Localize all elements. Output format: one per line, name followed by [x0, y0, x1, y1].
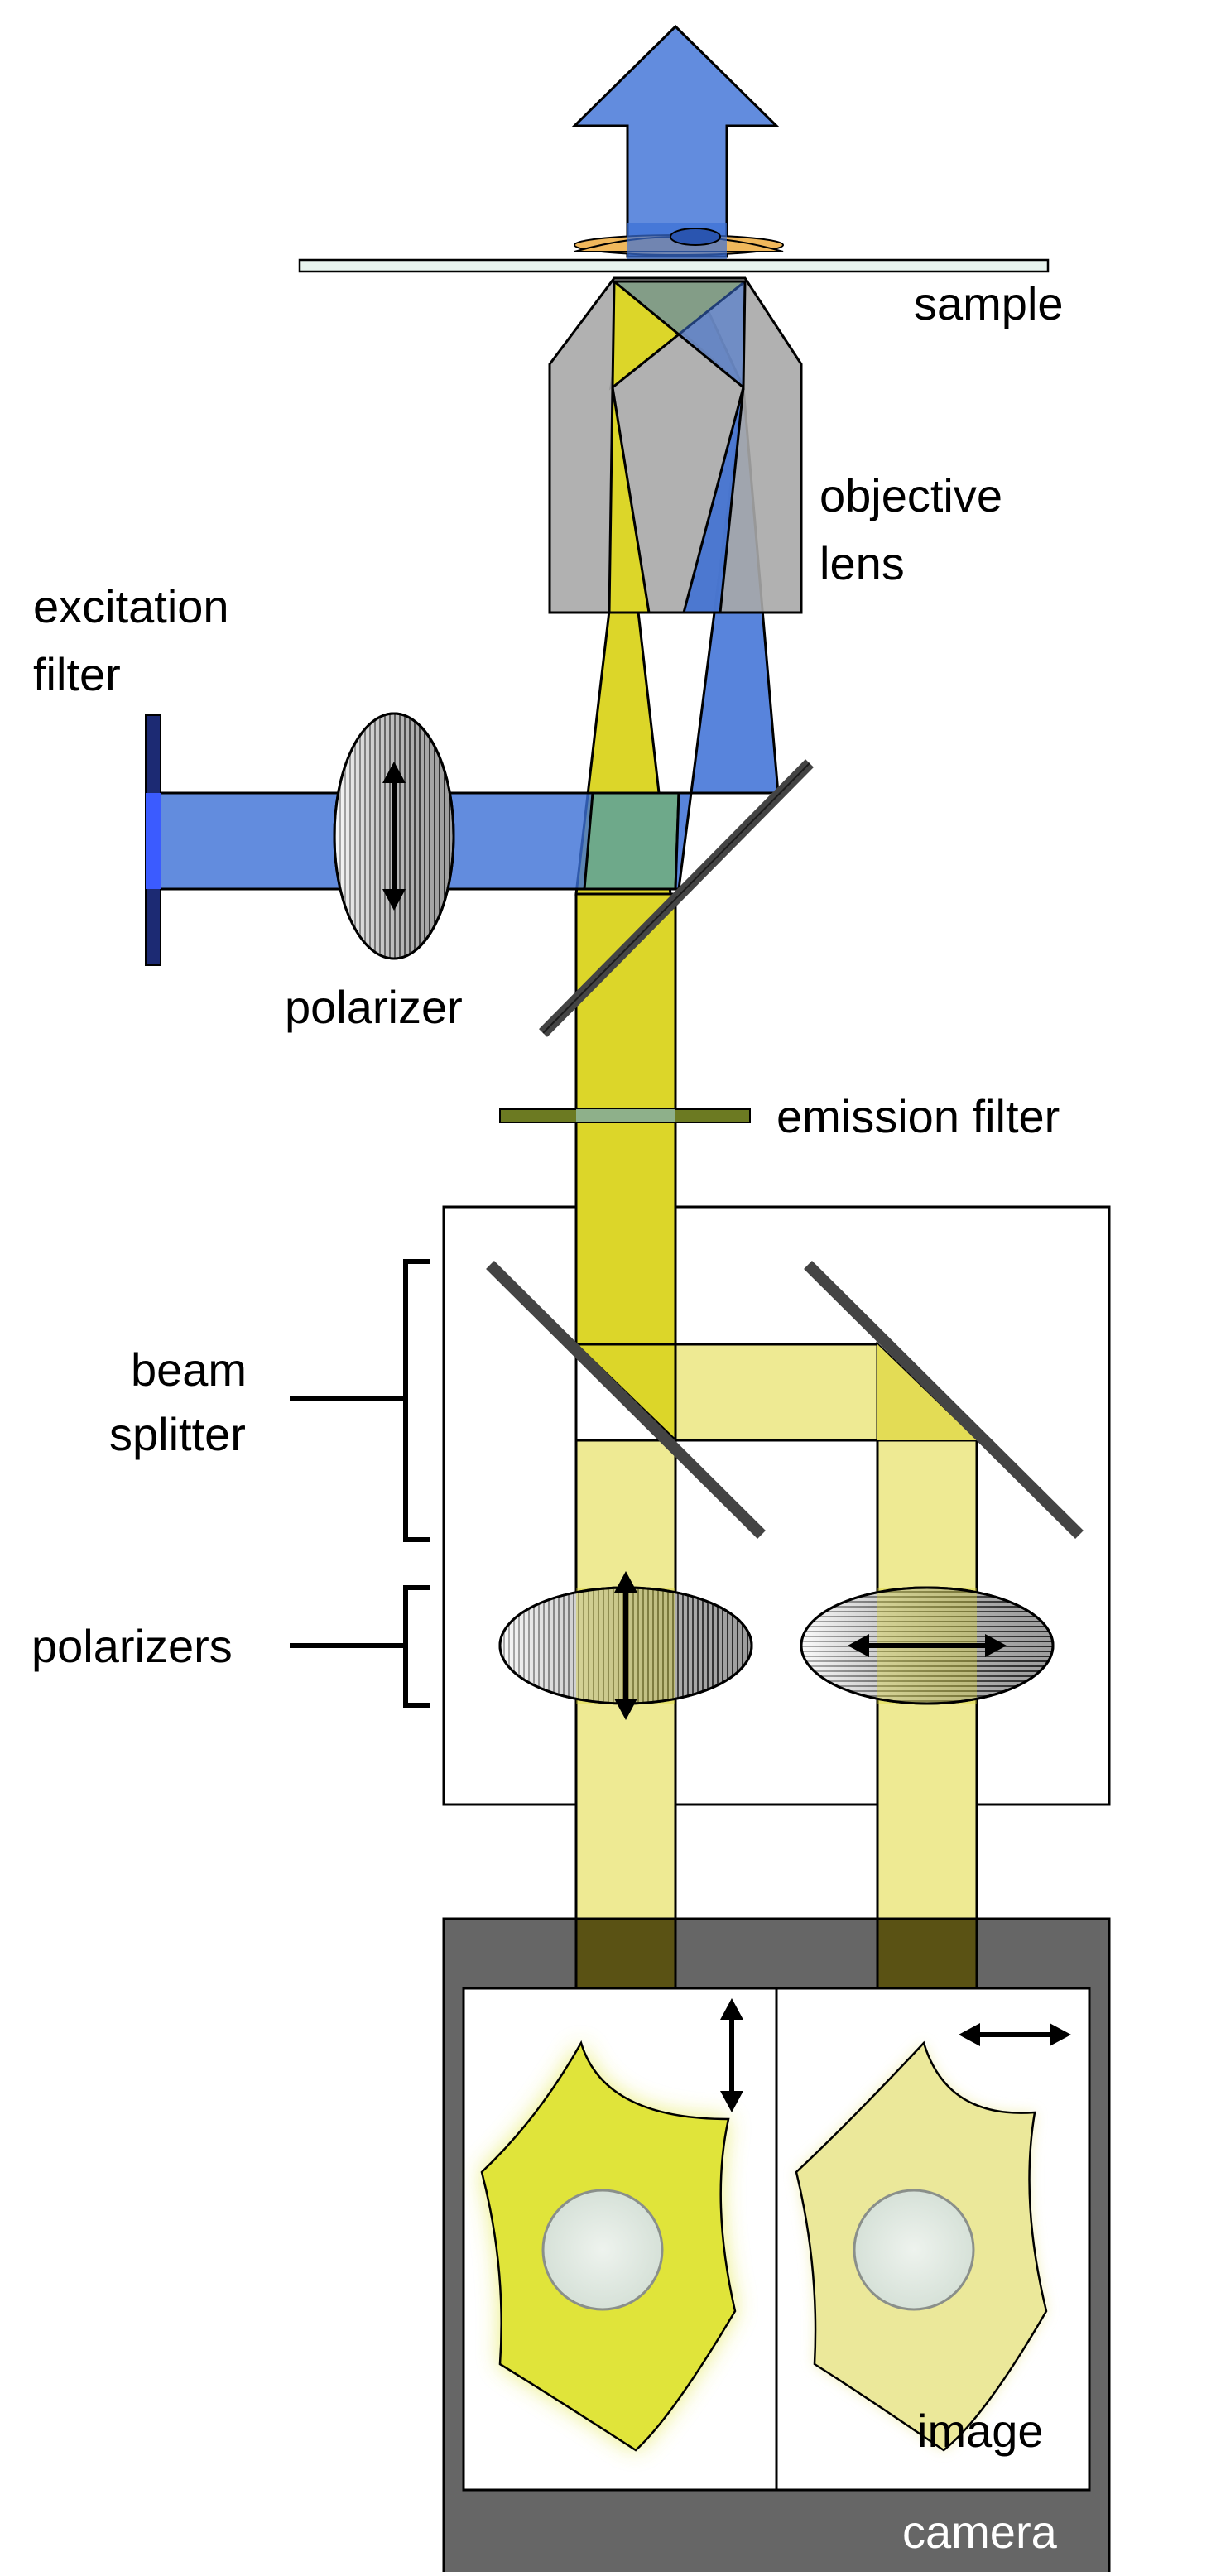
reflected-beam-turn-right-upper [877, 1344, 977, 1440]
excitation-arrow-up [571, 24, 780, 258]
double-arrow-vertical-icon [720, 1998, 743, 2112]
beam-splitter-label-line1: beam [131, 1343, 247, 1396]
image-label: image [917, 2405, 1044, 2457]
excitation-filter-label-line1: excitation [33, 580, 229, 632]
emission-filter-label: emission filter [776, 1090, 1060, 1142]
camera-sensor-right [876, 1917, 978, 1990]
camera-label: camera [902, 2506, 1058, 2558]
beam-splitter-box [442, 1205, 1111, 1806]
beam-splitter-label-line2: splitter [109, 1408, 246, 1460]
beam-splitter-mirror-left [486, 1261, 766, 1539]
double-arrow-vertical-icon [382, 762, 406, 911]
beam-splitter-mirror-right [804, 1261, 1084, 1539]
cell-image-bright [480, 2040, 737, 2452]
polarizers-label: polarizers [31, 1620, 233, 1672]
cell-image-dim [795, 2040, 1048, 2452]
polarizers-bracket [403, 1585, 430, 1708]
excitation-yellow-overlap [583, 791, 680, 891]
double-arrow-horizontal-icon [959, 2023, 1071, 2046]
double-arrow-vertical-icon [614, 1571, 637, 1720]
polarizer-label: polarizer [285, 981, 463, 1033]
camera-sensor-left [574, 1917, 677, 1990]
sample-label: sample [914, 277, 1064, 329]
excitation-filter-label-line2: filter [33, 648, 121, 700]
sample-slide [298, 258, 1050, 273]
cell-nucleus-bright [541, 2189, 664, 2311]
sample-cell-nucleus [670, 228, 721, 246]
beam-splitter-bracket [403, 1259, 430, 1542]
reflected-beam-horizontal [674, 1343, 879, 1442]
objective-lens-label-line2: lens [819, 537, 905, 589]
objective-lens-label-line1: objective [819, 469, 1002, 521]
double-arrow-horizontal-icon [848, 1634, 1007, 1657]
cell-nucleus-dim [853, 2189, 975, 2311]
